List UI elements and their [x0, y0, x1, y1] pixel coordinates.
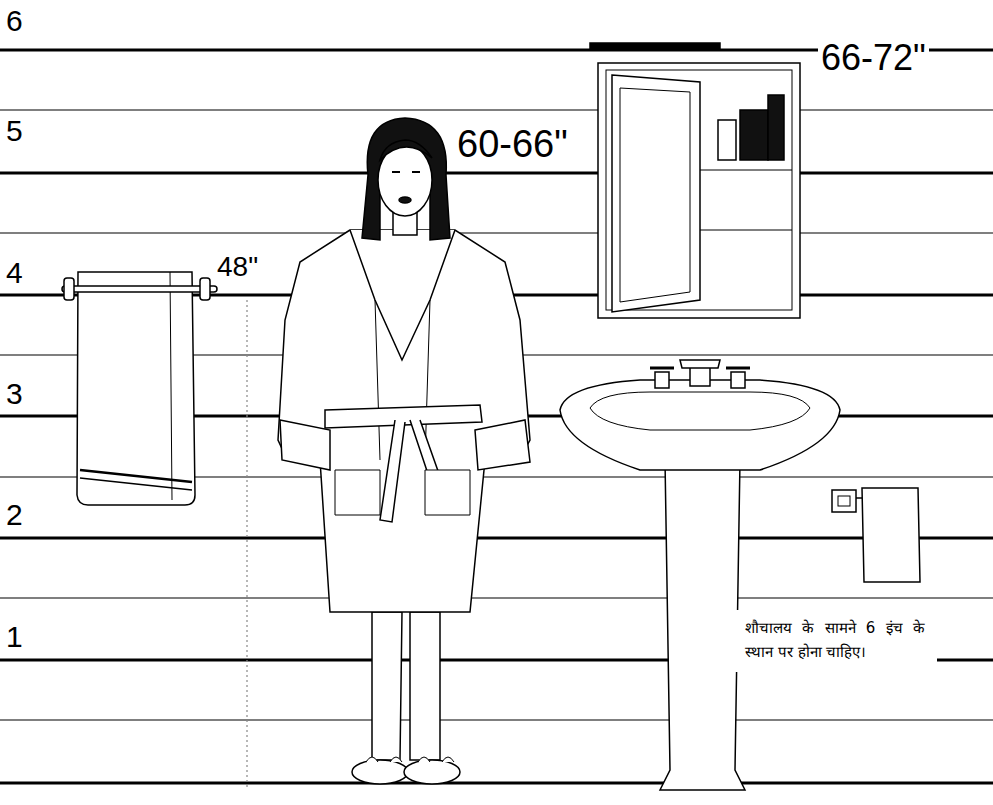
foot-mark: 1: [3, 620, 26, 653]
foot-mark: 3: [3, 377, 26, 410]
foot-mark: 4: [3, 256, 26, 289]
note-box: शौचालय के सामने 6 इंच के स्थान पर होना च…: [733, 610, 937, 672]
height-dimension: 60-66": [454, 124, 571, 166]
foot-mark: 2: [3, 498, 26, 531]
foot-mark: 6: [3, 4, 26, 37]
foot-mark: 5: [3, 114, 26, 147]
note-text: शौचालय के सामने 6 इंच के स्थान पर होना च…: [745, 616, 925, 664]
height-dimension: 48": [214, 252, 261, 283]
height-dimension: 66-72": [818, 38, 929, 78]
